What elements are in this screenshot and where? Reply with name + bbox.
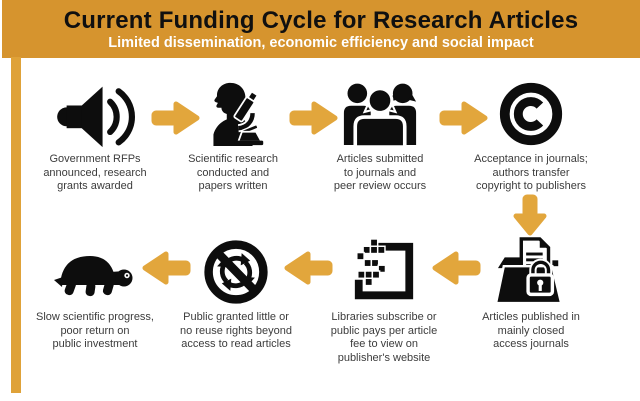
page-title: Current Funding Cycle for Research Artic… [63, 6, 579, 34]
flow-arrow-left-icon [430, 250, 482, 291]
flow-arrow-left-icon [282, 250, 334, 291]
step-library-paywall: Libraries subscribe or public pays per a… [306, 236, 462, 365]
flow-arrow-right-icon [288, 100, 340, 141]
step-no-reuse-rights: Public granted little or no reuse rights… [158, 236, 314, 352]
step-caption: Public granted little or no reuse rights… [180, 311, 292, 350]
page-subtitle: Limited dissemination, economic efficien… [108, 34, 534, 51]
step-caption: Scientific research conducted and papers… [188, 153, 278, 192]
step-caption: Acceptance in journals; authors transfer… [474, 153, 588, 192]
step-caption: Articles published in mainly closed acce… [482, 311, 580, 350]
left-accent-bar [11, 57, 21, 393]
flow-arrow-left-icon [140, 250, 192, 291]
step-scientific-research: Scientific research conducted and papers… [158, 78, 308, 194]
megaphone-icon [18, 78, 172, 150]
turtle-icon [18, 236, 172, 308]
step-slow-progress: Slow scientific progress, poor return on… [18, 236, 172, 352]
no-reuse-icon [158, 236, 314, 308]
step-caption: Government RFPs announced, research gran… [43, 153, 147, 192]
step-acceptance-journals: Acceptance in journals; authors transfer… [452, 78, 610, 194]
flow-arrow-right-icon [438, 100, 490, 141]
researcher-microscope-icon [158, 78, 308, 150]
step-caption: Slow scientific progress, poor return on… [36, 311, 154, 350]
locked-folder-icon [452, 236, 610, 308]
step-caption: Libraries subscribe or public pays per a… [330, 311, 438, 364]
flow-arrow-down-icon [512, 193, 548, 242]
step-closed-access: Articles published in mainly closed acce… [452, 236, 610, 352]
step-caption: Articles submitted to journals and peer … [333, 153, 427, 192]
copyright-icon [452, 78, 610, 150]
step-articles-submitted: Articles submitted to journals and peer … [303, 78, 457, 194]
paywall-dollar-icon [306, 236, 462, 308]
people-group-icon [303, 78, 457, 150]
banner: Current Funding Cycle for Research Artic… [2, 0, 640, 58]
step-government-rfps: Government RFPs announced, research gran… [18, 78, 172, 194]
flow-arrow-right-icon [150, 100, 202, 141]
